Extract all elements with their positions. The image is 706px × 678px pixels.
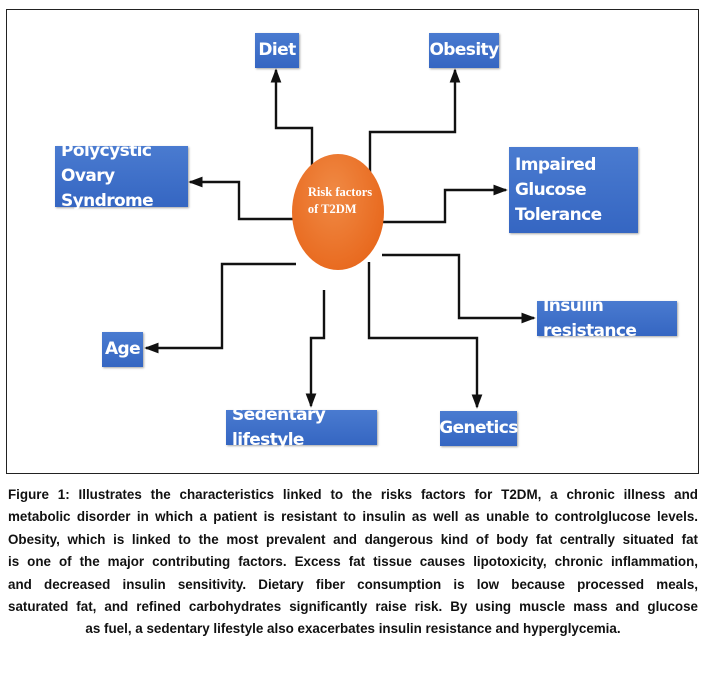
node-pcos-line-1: Polycystic Ovary bbox=[61, 141, 152, 186]
node-insulin-label: Insulin resistance bbox=[543, 295, 637, 341]
caption-line: metabolic disorder in which a patient is… bbox=[8, 509, 698, 525]
caption-line: Obesity, which is linked to the most pre… bbox=[8, 531, 698, 547]
edge-hub-diet bbox=[270, 68, 314, 186]
edge-hub-igt bbox=[382, 184, 508, 224]
node-age: Age bbox=[102, 332, 143, 367]
node-age-label: Age bbox=[104, 339, 141, 359]
node-impaired-glucose-tolerance: Impaired Glucose Tolerance bbox=[509, 147, 638, 233]
figure-frame bbox=[6, 9, 699, 474]
caption-line: and decreased insulin sensitivity. Dieta… bbox=[8, 576, 698, 592]
node-obesity-label: Obesity bbox=[429, 40, 499, 60]
node-genetics: Genetics bbox=[439, 411, 518, 446]
node-igt-line-2: Glucose bbox=[515, 179, 587, 200]
node-igt-line-3: Tolerance bbox=[515, 204, 602, 225]
node-insulin-resistance: Insulin resistance bbox=[537, 296, 677, 341]
node-igt-line-1: Impaired bbox=[515, 154, 596, 175]
caption-line: saturated fat, and refined carbohydrates… bbox=[8, 599, 698, 615]
hub-risk-factors-t2dm: Risk factors of T2DM bbox=[292, 154, 384, 270]
node-obesity: Obesity bbox=[429, 33, 499, 68]
edge-hub-genetics bbox=[367, 262, 483, 409]
edge-hub-pcos bbox=[188, 176, 296, 221]
hub-label: Risk factors of T2DM bbox=[307, 185, 373, 216]
figure-caption: Figure 1: Illustrates the characteristic… bbox=[8, 484, 698, 641]
node-diet-label: Diet bbox=[258, 40, 296, 60]
edge-hub-age bbox=[144, 262, 296, 354]
node-genetics-label: Genetics bbox=[439, 418, 518, 438]
connector-layer bbox=[144, 68, 536, 409]
node-pcos-line-2: Syndrome bbox=[61, 191, 154, 211]
edge-hub-insulin bbox=[382, 253, 536, 324]
caption-line: as fuel, a sedentary lifestyle also exac… bbox=[85, 621, 621, 637]
node-pcos: Polycystic Ovary Syndrome bbox=[55, 141, 188, 211]
node-sedentary-lifestyle: Sedentary lifestyle bbox=[226, 405, 377, 450]
caption-line: Figure 1: Illustrates the characteristic… bbox=[8, 487, 698, 502]
edge-hub-obesity bbox=[368, 68, 461, 186]
node-diet: Diet bbox=[255, 33, 299, 68]
caption-line: is one of the major contributing factors… bbox=[8, 554, 698, 570]
node-sedentary-label: Sedentary lifestyle bbox=[232, 404, 326, 450]
edge-hub-sedentary bbox=[305, 290, 326, 408]
